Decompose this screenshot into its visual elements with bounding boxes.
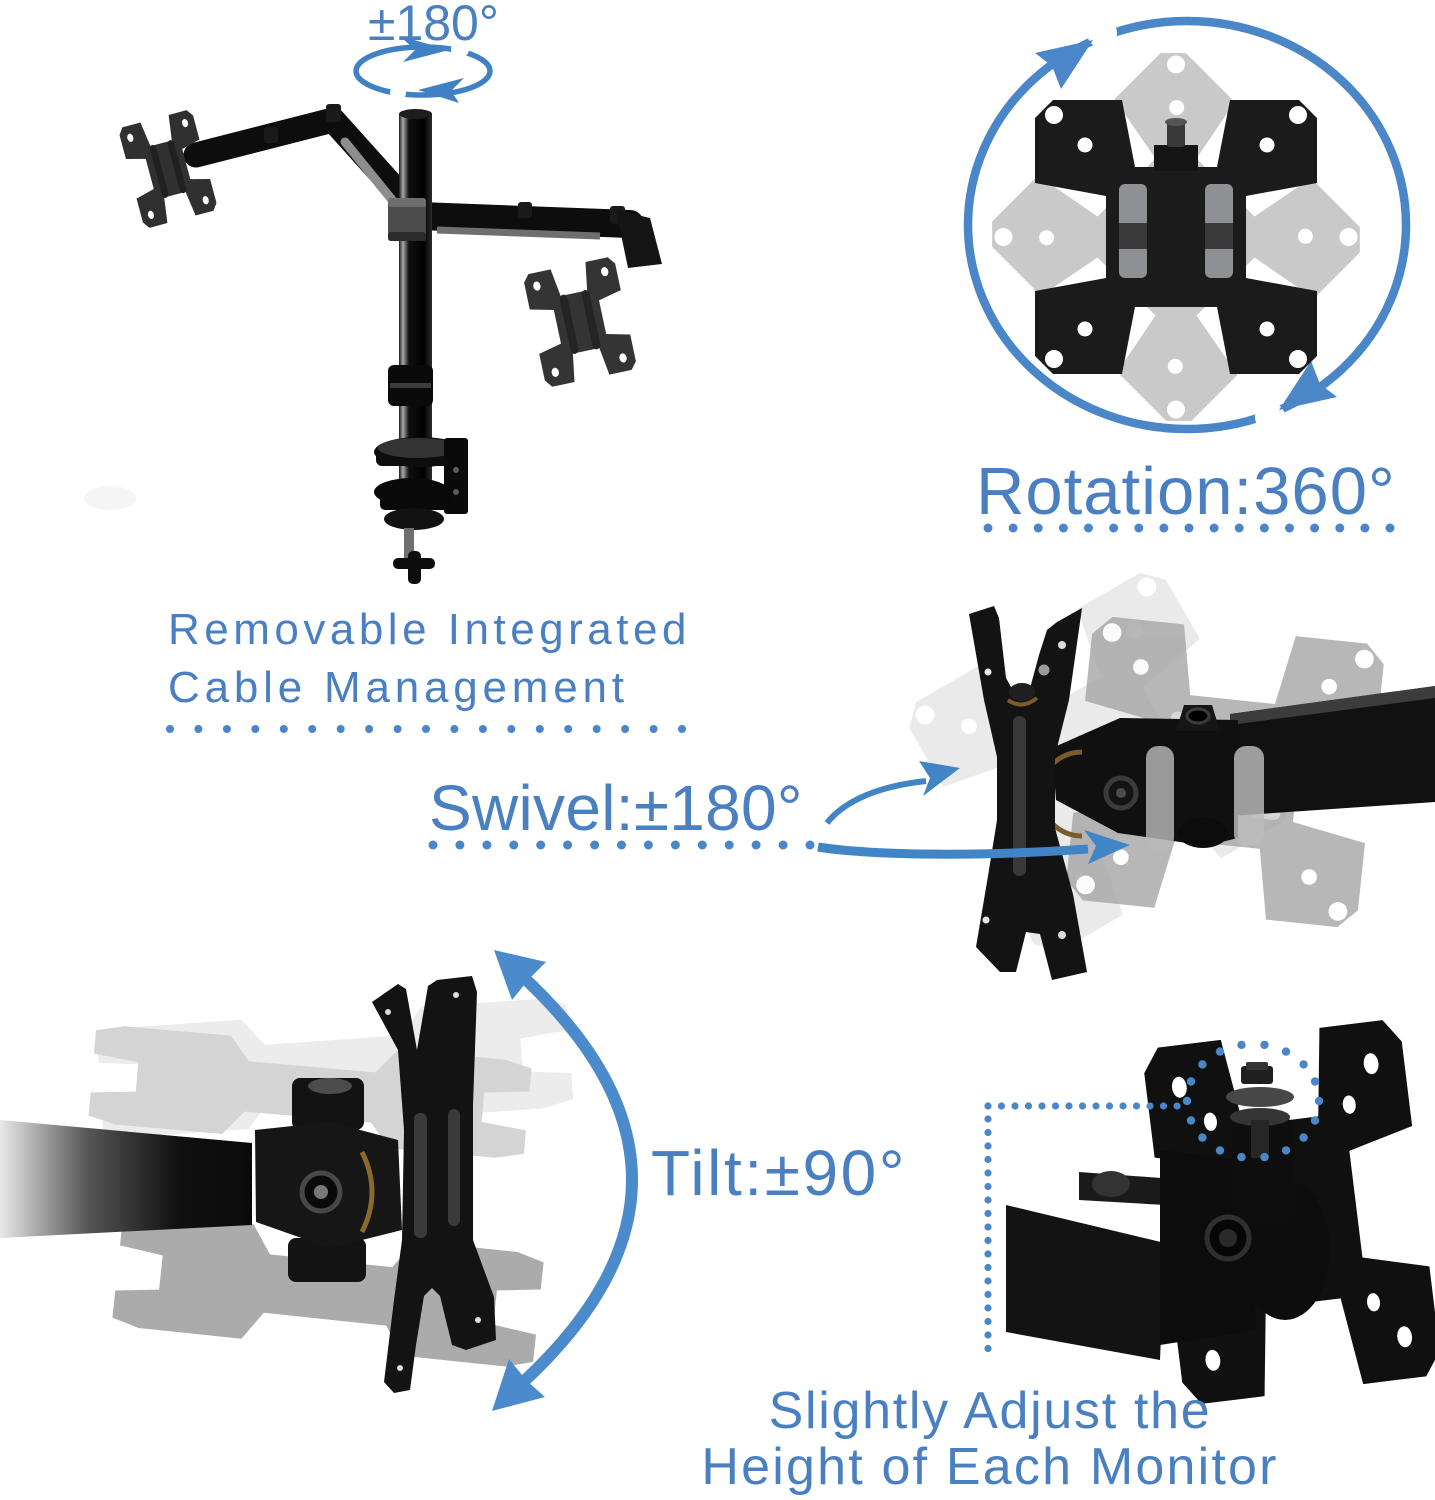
svg-text:Tilt:±90°: Tilt:±90° [651,1137,907,1209]
svg-text:Swivel:±180°: Swivel:±180° [429,772,803,844]
svg-text:Rotation:360°: Rotation:360° [976,454,1396,529]
svg-text:Cable Management: Cable Management [168,663,629,712]
svg-text:Height of Each Monitor: Height of Each Monitor [701,1438,1278,1496]
svg-text:Removable Integrated: Removable Integrated [168,605,691,654]
svg-text:Slightly Adjust the: Slightly Adjust the [769,1382,1212,1440]
svg-text:±180°: ±180° [368,0,499,51]
